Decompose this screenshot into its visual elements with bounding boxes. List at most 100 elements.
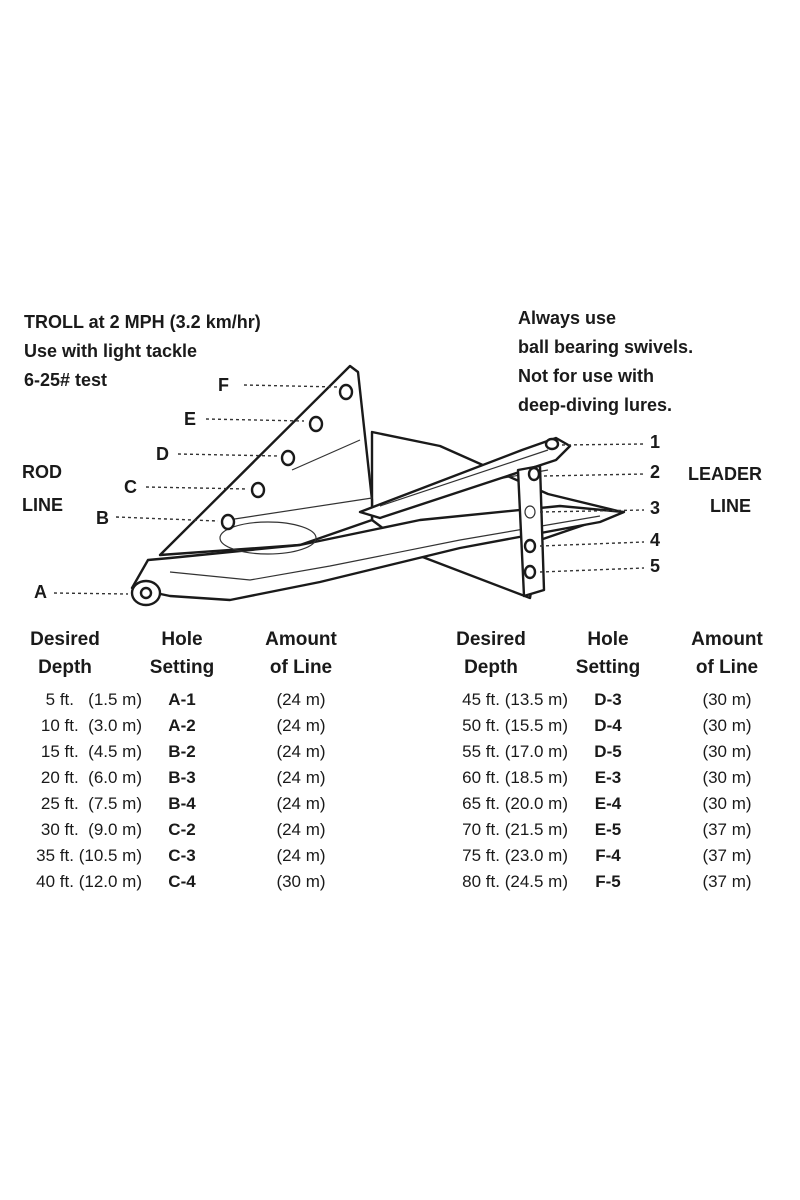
- hole-cell: F-4: [595, 846, 621, 865]
- label-5: 5: [650, 556, 660, 576]
- hole-cell: C-4: [168, 872, 196, 891]
- hole-1: [544, 437, 560, 451]
- header-hole-2: Setting: [575, 657, 641, 678]
- line-amount-cell: (30 m): [702, 716, 752, 735]
- diver-diagram: F E D C B A 1 2 3 4 5 ROD LINE LEADER LI…: [22, 364, 762, 607]
- line-amount-cell: (37 m): [702, 872, 752, 891]
- hole-cell: E-4: [594, 794, 622, 813]
- label-2: 2: [650, 462, 660, 482]
- header-depth: Desired: [456, 629, 526, 650]
- leader-label-2: LINE: [710, 496, 751, 516]
- nose-ring-hole: [139, 586, 153, 600]
- depth-cell: 75 ft. (23.0 m): [462, 846, 568, 865]
- depth-cell: 25 ft. (7.5 m): [40, 794, 142, 813]
- swivel-line-2: ball bearing swivels.: [518, 337, 694, 357]
- hole-cell: E-3: [594, 768, 622, 787]
- line-amount-cell: (24 m): [276, 716, 326, 735]
- line-amount-cell: (24 m): [276, 820, 326, 839]
- depth-cell: 40 ft. (12.0 m): [36, 872, 142, 891]
- hole-cell: D-3: [594, 690, 622, 709]
- line-amount-cell: (24 m): [276, 690, 326, 709]
- troll-line-1: TROLL at 2 MPH (3.2 km/hr): [24, 312, 261, 332]
- leader-bar-detail: [379, 449, 549, 507]
- hole-3: [524, 505, 536, 519]
- line-amount-cell: (37 m): [702, 820, 752, 839]
- header-hole-2: Setting: [149, 657, 215, 678]
- depth-cell: 10 ft. (3.0 m): [40, 716, 142, 735]
- depth-cell: 20 ft. (6.0 m): [40, 768, 142, 787]
- depth-cell: 60 ft. (18.5 m): [462, 768, 568, 787]
- header-line: Amount: [265, 629, 337, 650]
- depth-cell: 35 ft. (10.5 m): [36, 846, 142, 865]
- line-amount-cell: (24 m): [276, 768, 326, 787]
- line-amount-cell: (30 m): [702, 794, 752, 813]
- troll-instructions: TROLL at 2 MPH (3.2 km/hr) Use with ligh…: [24, 308, 261, 395]
- line-amount-cell: (24 m): [276, 846, 326, 865]
- hole-B: [220, 513, 236, 531]
- hole-cell: F-5: [595, 872, 621, 891]
- hole-cell: B-2: [168, 742, 196, 761]
- label-C: C: [124, 477, 137, 497]
- header-line: Amount: [691, 629, 763, 650]
- line-amount-cell: (24 m): [276, 794, 326, 813]
- swivel-line-4: deep-diving lures.: [518, 395, 673, 415]
- troll-line-3: 6-25# test: [24, 370, 108, 390]
- header-hole: Hole: [161, 629, 203, 650]
- leader-B: [115, 516, 219, 522]
- hole-cell: E-5: [594, 820, 622, 839]
- hull-curve: [169, 515, 601, 581]
- line-amount-cell: (30 m): [702, 690, 752, 709]
- hole-cell: C-3: [168, 846, 196, 865]
- hole-cell: D-4: [594, 716, 622, 735]
- hull-dish: [219, 521, 317, 555]
- rod-label-1: ROD: [22, 462, 62, 482]
- hole-cell: B-3: [168, 768, 196, 787]
- header-depth: Desired: [30, 629, 100, 650]
- depth-cell: 80 ft. (24.5 m): [462, 872, 568, 891]
- line-amount-cell: (37 m): [702, 846, 752, 865]
- line-amount-cell: (30 m): [702, 742, 752, 761]
- label-1: 1: [650, 432, 660, 452]
- depth-cell: 45 ft. (13.5 m): [462, 690, 568, 709]
- leader-label-1: LEADER: [688, 464, 762, 484]
- depth-cell: 30 ft. (9.0 m): [40, 820, 142, 839]
- hole-D: [280, 449, 296, 467]
- hole-5: [523, 564, 537, 580]
- line-amount-cell: (30 m): [276, 872, 326, 891]
- leader-5: [539, 567, 645, 573]
- hole-cell: B-4: [168, 794, 196, 813]
- leader-4: [539, 541, 645, 547]
- top-fin-brace: [227, 439, 373, 521]
- leader-A: [53, 592, 129, 595]
- leader-2: [543, 473, 645, 477]
- leader-1: [561, 443, 645, 446]
- header-line-2: of Line: [269, 657, 333, 678]
- rod-label-2: LINE: [22, 495, 63, 515]
- label-B: B: [96, 508, 109, 528]
- header-line-2: of Line: [695, 657, 759, 678]
- leader-E: [205, 418, 305, 422]
- swivel-warning: Always use ball bearing swivels. Not for…: [518, 304, 693, 420]
- leader-C: [145, 486, 249, 490]
- label-D: D: [156, 444, 169, 464]
- leader-D: [177, 453, 279, 457]
- hole-2: [527, 466, 541, 482]
- hole-4: [523, 538, 537, 554]
- depth-cell: 55 ft. (17.0 m): [462, 742, 568, 761]
- hole-F: [338, 383, 354, 401]
- depth-cell: 65 ft. (20.0 m): [462, 794, 568, 813]
- hole-cell: D-5: [594, 742, 622, 761]
- leader-3: [539, 509, 645, 513]
- header-depth-2: Depth: [464, 657, 518, 678]
- label-A: A: [34, 582, 47, 602]
- depth-cell: 15 ft. (4.5 m): [40, 742, 142, 761]
- line-amount-cell: (30 m): [702, 768, 752, 787]
- header-hole: Hole: [587, 629, 629, 650]
- label-3: 3: [650, 498, 660, 518]
- label-F: F: [218, 375, 229, 395]
- depth-cell: 5 ft. (1.5 m): [45, 690, 142, 709]
- hole-cell: A-2: [168, 716, 196, 735]
- hole-C: [250, 481, 266, 499]
- label-E: E: [184, 409, 196, 429]
- hole-E: [308, 415, 324, 433]
